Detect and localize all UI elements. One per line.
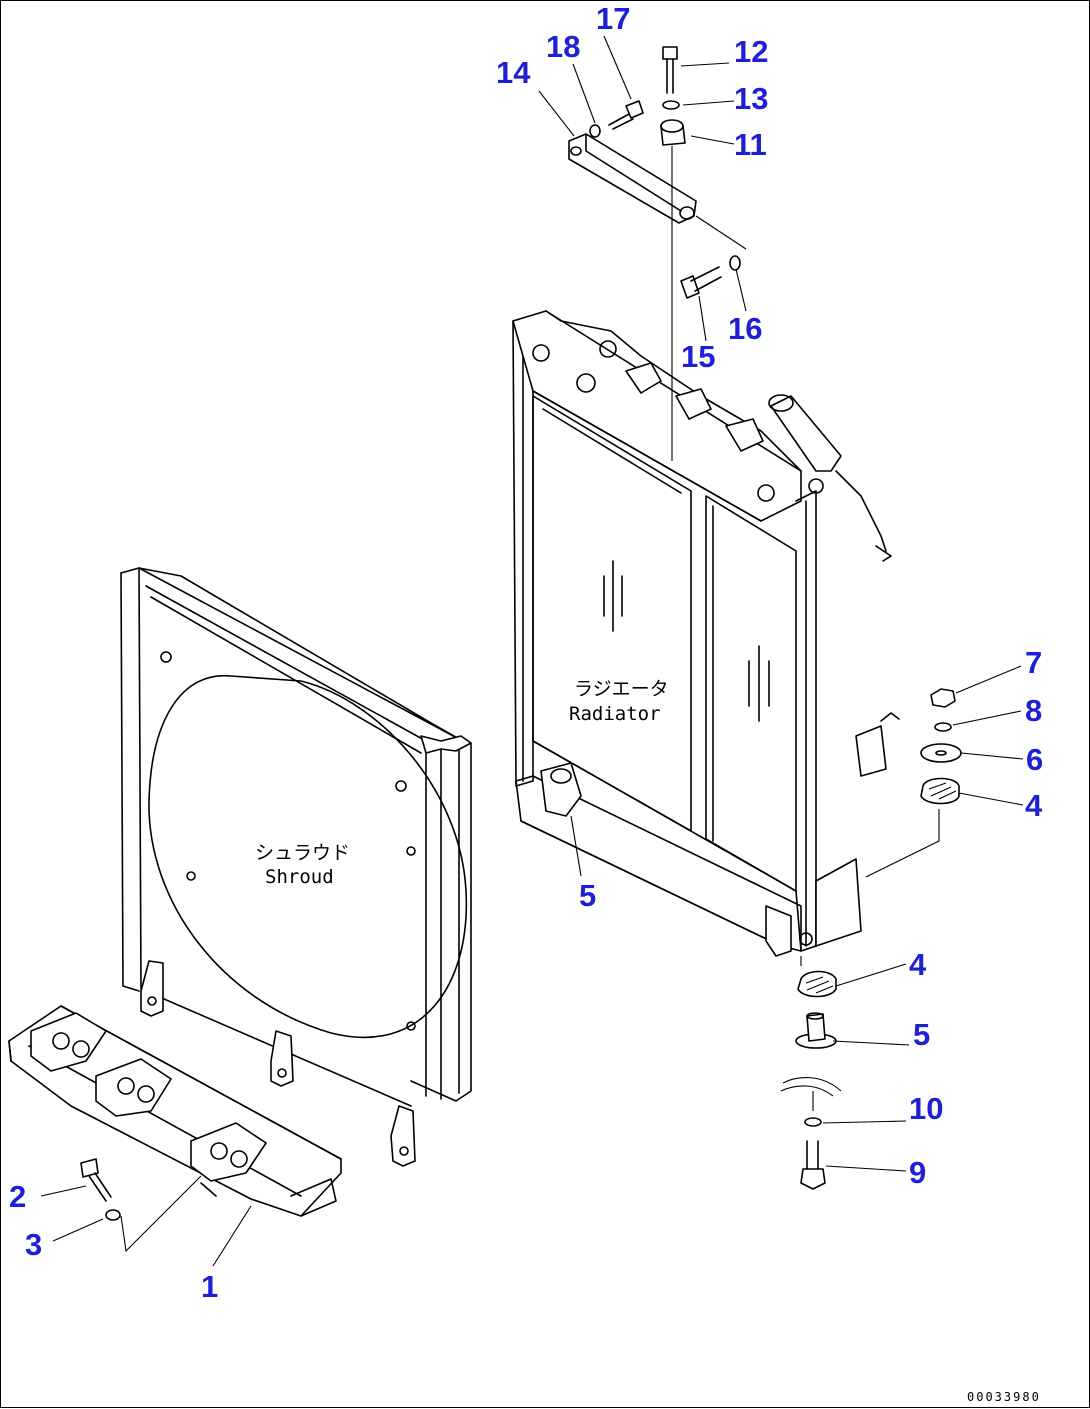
radiator-label-jp: ラジエータ — [574, 678, 669, 700]
callout-5-radiator[interactable]: 5 — [579, 878, 596, 913]
bolt-9 — [800, 1140, 826, 1190]
bolt-12 — [662, 46, 678, 94]
callout-16[interactable]: 16 — [728, 311, 762, 346]
callout-14[interactable]: 14 — [496, 55, 531, 90]
callout-11[interactable]: 11 — [734, 127, 767, 162]
leader-lines — [40, 35, 1024, 1267]
radiator: ラジエータ Radiator — [512, 310, 900, 957]
washer-16 — [729, 255, 741, 271]
shroud-label-jp: シュラウド — [255, 842, 350, 864]
spacer-11 — [660, 119, 686, 146]
callout-15[interactable]: 15 — [681, 339, 715, 374]
callout-4-lower[interactable]: 4 — [909, 947, 927, 982]
callout-6[interactable]: 6 — [1026, 742, 1043, 777]
bolt-2 — [80, 1158, 112, 1202]
top-stay — [568, 133, 697, 224]
radiator-label-en: Radiator — [569, 703, 661, 725]
washer-8 — [934, 722, 952, 732]
callouts: 1 2 3 4 4 5 5 6 7 8 9 10 11 12 13 14 15 … — [9, 1, 1043, 1304]
callout-17[interactable]: 17 — [596, 1, 630, 36]
washer-13 — [662, 100, 680, 110]
callout-18[interactable]: 18 — [546, 29, 580, 64]
nut-7 — [930, 688, 956, 708]
callout-9[interactable]: 9 — [909, 1155, 926, 1190]
callout-3[interactable]: 3 — [25, 1227, 42, 1262]
callout-10[interactable]: 10 — [909, 1091, 943, 1126]
shroud-label-en: Shroud — [265, 866, 334, 888]
bolt-17 — [608, 100, 644, 130]
washer-18 — [589, 124, 601, 138]
callout-5-mount[interactable]: 5 — [913, 1017, 930, 1052]
callout-4-upper[interactable]: 4 — [1025, 788, 1043, 823]
callout-7[interactable]: 7 — [1025, 645, 1042, 680]
washer-10 — [804, 1117, 822, 1127]
plate-6 — [920, 743, 962, 763]
callout-12[interactable]: 12 — [734, 34, 768, 69]
callout-8[interactable]: 8 — [1025, 693, 1042, 728]
washer-3 — [105, 1209, 121, 1221]
callout-13[interactable]: 13 — [734, 81, 768, 116]
cushion-4-top — [920, 777, 960, 805]
callout-2[interactable]: 2 — [9, 1179, 26, 1214]
bracket-5 — [795, 1012, 837, 1049]
document-number: 00033980 — [967, 1390, 1041, 1404]
shroud: シュラウド Shroud — [120, 567, 472, 1167]
cushion-4-bottom — [797, 970, 837, 998]
bolt-15 — [680, 266, 722, 299]
lower-bracket — [8, 1005, 342, 1217]
callout-1[interactable]: 1 — [201, 1269, 218, 1304]
